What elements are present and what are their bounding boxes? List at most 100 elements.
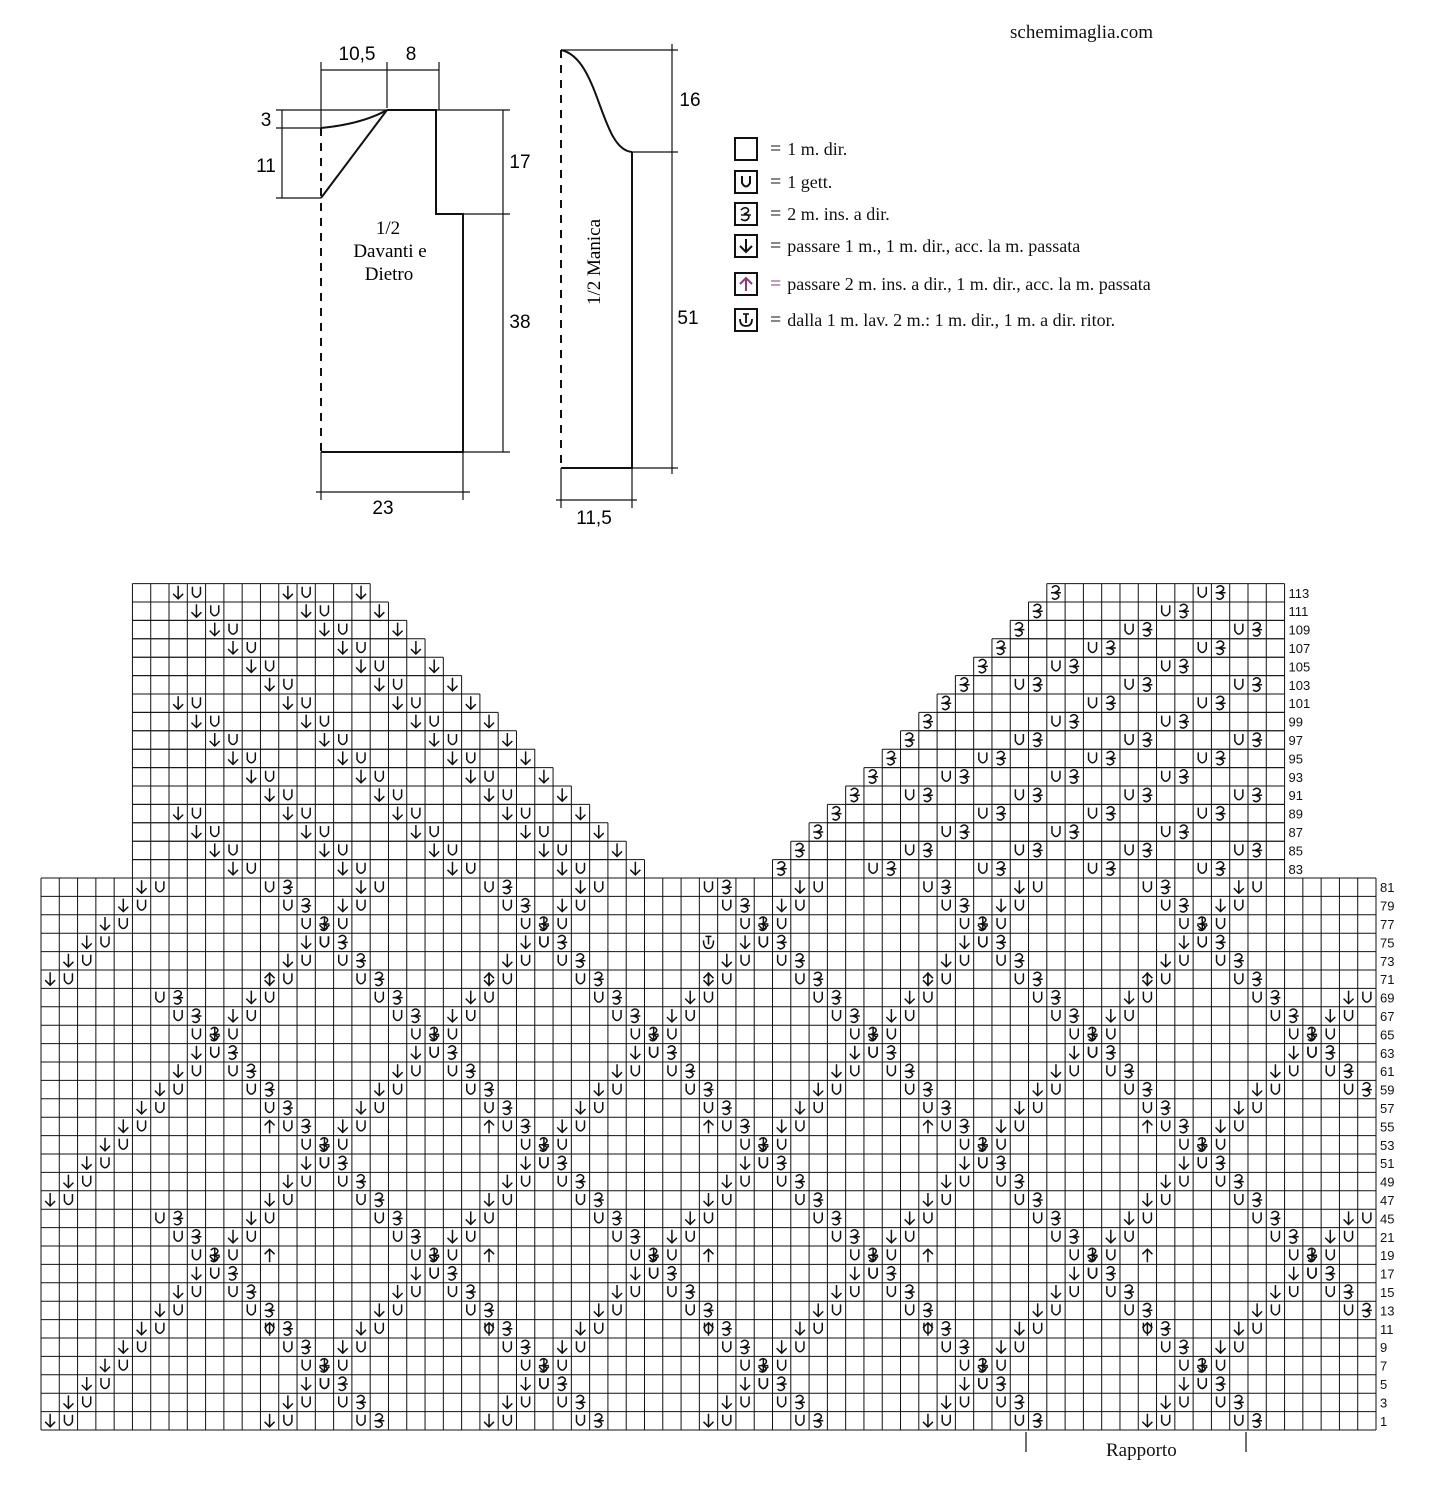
legend-text-k2tog: 2 m. ins. a dir. — [787, 203, 890, 224]
stitch-yo — [1124, 734, 1134, 746]
stitch-k2tog — [228, 1045, 239, 1061]
stitch-yo — [557, 1396, 567, 1408]
stitch-yo — [703, 1212, 714, 1224]
stitch-yo — [978, 936, 988, 948]
increase-icon — [734, 308, 758, 332]
stitch-yo — [758, 936, 769, 948]
stitch-ssk — [245, 1211, 257, 1226]
stitch-k2tog — [1270, 989, 1281, 1005]
stitch-ssk — [483, 1413, 495, 1428]
stitch-k2tog — [1215, 1376, 1226, 1392]
legend-row-yo: = 1 gett. — [734, 169, 832, 195]
stitch-k2tog — [922, 713, 933, 729]
stitch-k2tog — [575, 953, 586, 969]
stitch-yo — [630, 1065, 641, 1077]
stitch-k2tog — [886, 1265, 897, 1281]
stitch-ssk — [776, 898, 788, 913]
stitch-yo — [356, 1120, 366, 1132]
stitch-yo — [118, 1138, 129, 1151]
stitch-yo — [484, 1212, 494, 1224]
stitch-yo — [996, 1396, 1006, 1408]
dim-side: 38 — [509, 312, 530, 333]
stitch-k2tog — [813, 971, 824, 987]
stitch-yo — [1087, 642, 1098, 654]
stitch-yo — [228, 844, 238, 856]
stitch-ssk — [1343, 1211, 1355, 1226]
stitch-k2tog — [831, 805, 842, 821]
stitch-ssk — [629, 1045, 641, 1060]
stitch-yo — [228, 734, 238, 746]
stitch-ssk — [1160, 1174, 1172, 1189]
legend-text-inc: dalla 1 m. lav. 2 m.: 1 m. dir., 1 m. a … — [787, 309, 1116, 330]
stitch-yo — [1197, 586, 1208, 599]
stitch-k2tog — [1252, 677, 1263, 693]
stitch-k2tog — [1142, 677, 1153, 693]
row-number: 5 — [1380, 1377, 1387, 1392]
stitch-ssk — [136, 1101, 148, 1116]
row-number: 57 — [1380, 1101, 1394, 1116]
stitch-k2tog — [1032, 1192, 1043, 1208]
legend-row-k2tog: = 2 m. ins. a dir. — [734, 201, 890, 227]
row-number: 13 — [1380, 1303, 1394, 1318]
stitch-yo — [1087, 807, 1098, 819]
stitch-ssk — [574, 1321, 587, 1336]
stitch-k2tog — [356, 1173, 367, 1189]
stitch-yo — [301, 1175, 311, 1187]
row-number: 75 — [1380, 935, 1394, 950]
stitch-ssk — [355, 1101, 367, 1116]
stitch-k2tog — [410, 1008, 421, 1024]
stitch-yo — [886, 1286, 897, 1298]
stitch-k2tog — [996, 1376, 1007, 1392]
stitch-yo — [886, 1065, 897, 1077]
stitch-yo — [1069, 1065, 1079, 1077]
stitch-ssk — [117, 898, 129, 913]
stitch-yo — [941, 1341, 951, 1353]
stitch-ssk — [282, 806, 294, 821]
stitch-ssk — [318, 733, 330, 748]
stitch-k2tog — [228, 1265, 239, 1281]
stitch-ssk — [318, 843, 330, 858]
legend-text-sk2p: passare 2 m. ins. a dir., 1 m. dir., acc… — [787, 273, 1151, 294]
stitch-yo — [319, 605, 330, 617]
stitch-k2tog — [996, 1155, 1007, 1171]
stitch-ssk — [62, 953, 74, 968]
stitch-ssk — [574, 1101, 587, 1116]
stitch-yo — [520, 807, 531, 819]
stitch-yo — [264, 770, 275, 783]
stitch-ssk — [355, 880, 367, 895]
stitch-k2tog — [356, 1394, 367, 1410]
stitch-yo — [959, 1138, 970, 1151]
stitch-ssk — [757, 1358, 769, 1373]
stitch-ssk — [337, 861, 349, 876]
stitch-ssk — [1269, 1064, 1281, 1079]
stitch-k2tog — [959, 677, 970, 693]
stitch-k2tog — [1105, 1265, 1116, 1281]
stitch-ssk — [392, 622, 404, 637]
stitch-yo — [1179, 918, 1189, 930]
stitch-ssk — [81, 935, 93, 950]
stitch-yo — [1124, 1230, 1134, 1243]
stitch-ssk — [154, 1082, 166, 1097]
stitch-k2tog — [1178, 824, 1189, 840]
stitch-k2tog — [996, 805, 1007, 821]
stitch-ssk — [1343, 990, 1355, 1005]
stitch-yo — [941, 899, 951, 911]
stitch-ssk — [1123, 990, 1135, 1005]
stitch-yo — [996, 1359, 1006, 1371]
stitch-k2tog — [1069, 1008, 1080, 1024]
row-number: 45 — [1380, 1211, 1394, 1226]
stitch-ssk — [574, 880, 587, 895]
stitch-yo — [868, 862, 878, 875]
stitch-sk2p — [1141, 1119, 1153, 1134]
row-number: 63 — [1380, 1046, 1394, 1061]
stitch-sk2p — [1141, 1248, 1153, 1263]
stitch-ssk — [739, 935, 751, 950]
row-number: 19 — [1380, 1248, 1394, 1263]
stitch-ssk — [227, 1229, 239, 1244]
stitch-ssk — [483, 1193, 495, 1208]
stitch-k2tog — [740, 1118, 751, 1134]
stitch-yo — [1014, 1414, 1025, 1427]
stitch-ssk — [1196, 917, 1208, 932]
stitch-k2tog — [1142, 1302, 1153, 1318]
stitch-ssk — [611, 1285, 623, 1300]
